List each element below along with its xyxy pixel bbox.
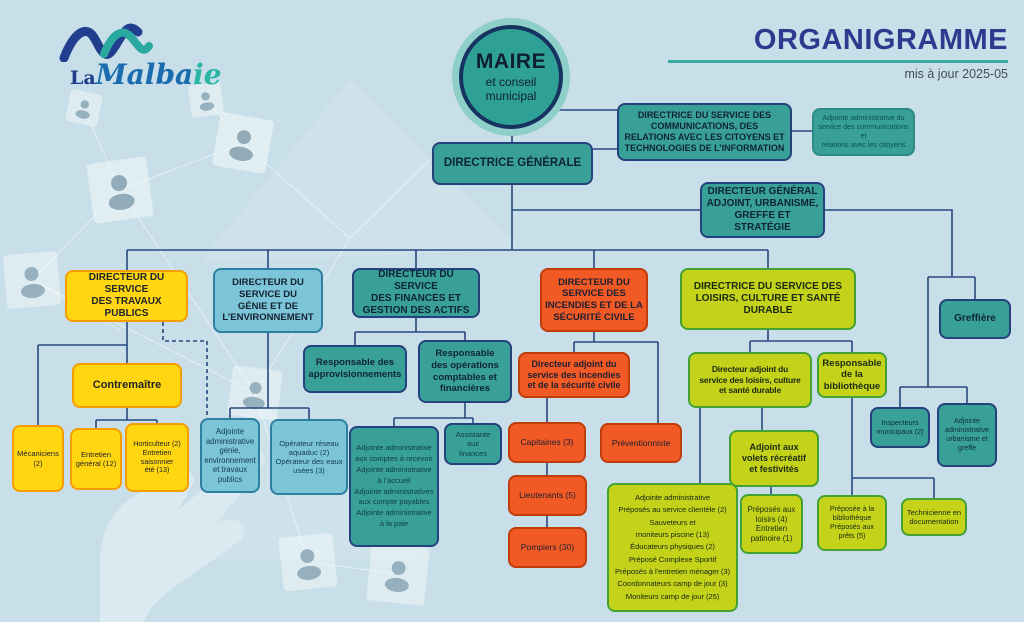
- box-adjointe-communications: Adjointe administrative du service des c…: [812, 108, 915, 156]
- box-directeur-adjoint-loisirs: Directeur adjoint du service des loisirs…: [688, 352, 812, 408]
- box-maire-conseil: MAIRE et conseil municipal: [459, 25, 563, 129]
- box-preposee-bibliotheque: Préposée à la bibliothèque Préposés aux …: [817, 495, 887, 551]
- logo-name-tail: ie: [193, 58, 222, 91]
- box-directrice-generale: DIRECTRICE GÉNÉRALE: [432, 142, 593, 185]
- box-lieutenants: Lieutenants (5): [508, 475, 587, 516]
- box-directeur-travaux-publics: DIRECTEUR DU SERVICE DES TRAVAUX PUBLICS: [65, 270, 188, 322]
- box-directrice-communications: DIRECTRICE DU SERVICE DES COMMUNICATIONS…: [617, 103, 792, 161]
- logo-name: Malba: [95, 58, 194, 91]
- box-mecaniciens: Mécaniciens (2): [12, 425, 64, 492]
- last-updated-label: mis à jour 2025-05: [904, 67, 1008, 81]
- box-technicienne-documentation: Technicienne en documentation: [901, 498, 967, 536]
- dotted-reporting-line: [162, 322, 208, 418]
- box-pompiers: Pompiers (30): [508, 527, 587, 568]
- box-adjointes-administratives-finances: Adjointe administrative aux comptes à re…: [349, 426, 439, 547]
- logo-la: La: [70, 67, 96, 89]
- box-operateurs-aqueduc-eaux: Opérateur réseau aquaduc (2) Opérateur d…: [270, 419, 348, 495]
- box-inspecteurs-municipaux: Inspecteurs municipaux (2): [870, 407, 930, 448]
- box-adjointe-urbanisme-greffe: Adjointe administrative urbanisme et gre…: [937, 403, 997, 467]
- box-preposes-loisirs: Préposés aux loisirs (4) Entretien patin…: [740, 494, 803, 554]
- box-directrice-loisirs: DIRECTRICE DU SERVICE DES LOISIRS, CULTU…: [680, 268, 856, 330]
- box-dg-adjoint-urbanisme: DIRECTEUR GÉNÉRAL ADJOINT, URBANISME, GR…: [700, 182, 825, 238]
- logo-wordmark: LaMalbaie: [70, 58, 222, 91]
- wave-icon: [59, 23, 153, 62]
- title-underline: [668, 60, 1008, 63]
- box-entretien-general: Entretien général (12): [70, 428, 122, 490]
- page-title: ORGANIGRAMME: [753, 24, 1008, 56]
- box-horticulteur-saisonnier: Horticulteur (2) Entretien saisonnier ét…: [125, 423, 189, 492]
- box-greffiere: Greffière: [939, 299, 1011, 339]
- box-equipe-loisirs: Adjointe administrative Préposés au serv…: [607, 483, 738, 612]
- box-responsable-approvisionnements: Responsable des approvisionnements: [303, 345, 407, 393]
- box-preventionniste: Préventionniste: [600, 423, 682, 463]
- box-adjointe-genie: Adjointe administrative génie, environne…: [200, 418, 260, 493]
- box-capitaines: Capitaines (3): [508, 422, 586, 463]
- box-directeur-finances: DIRECTEUR DU SERVICE DES FINANCES ET GES…: [352, 268, 480, 318]
- box-directeur-incendies: DIRECTEUR DU SERVICE DES INCENDIES ET DE…: [540, 268, 648, 332]
- maire-title: MAIRE: [475, 50, 547, 74]
- box-assistante-finances: Assistante aux finances: [444, 423, 502, 465]
- lamalbaie-logo: LaMalbaie: [30, 16, 240, 100]
- maire-subtitle: et conseil municipal: [485, 75, 537, 103]
- box-responsable-operations-comptables: Responsable des opérations comptables et…: [418, 340, 512, 403]
- box-directeur-genie-environnement: DIRECTEUR DU SERVICE DU GÉNIE ET DE L’EN…: [213, 268, 323, 333]
- box-contremaitre: Contremaître: [72, 363, 182, 408]
- box-directeur-adjoint-incendies: Directeur adjoint du service des incendi…: [518, 352, 630, 398]
- polaroid-card-icons: [3, 82, 430, 606]
- box-adjoint-volets-recreatif: Adjoint aux volets récréatif et festivit…: [729, 430, 819, 487]
- box-responsable-bibliotheque: Responsable de la bibliothèque: [817, 352, 887, 398]
